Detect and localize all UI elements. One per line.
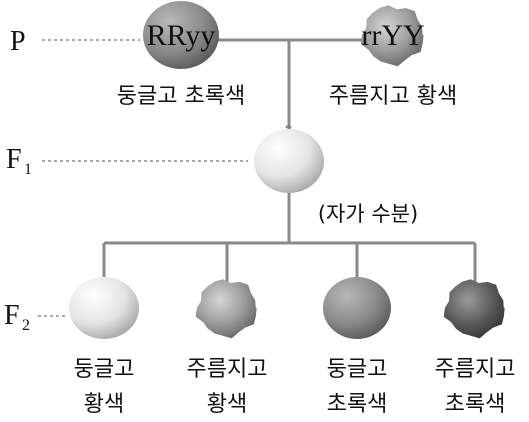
generation-f1-subscript: 1 (24, 161, 32, 178)
generation-f2-label: F (4, 300, 20, 331)
wrinkled-pea-icon (195, 279, 257, 339)
parent-left-genotype: RRyy (147, 19, 216, 52)
offspring-4-line1: 주름지고 (435, 357, 516, 382)
offspring-2-line2: 황색 (207, 392, 247, 417)
offspring-2-line1: 주름지고 (187, 357, 268, 382)
wrinkled-pea-icon (443, 279, 505, 339)
f1-self-pollination-note: (자가 수분) (318, 202, 418, 226)
parent-right-phenotype: 주름지고 황색 (329, 84, 457, 109)
offspring-1-line1: 둥글고 (74, 357, 135, 382)
generation-f1-label: F (6, 144, 22, 175)
smooth-pea-icon (254, 129, 324, 193)
offspring-3-line2: 초록색 (327, 392, 388, 417)
parent-right-genotype: rrYY (361, 19, 424, 52)
smooth-pea-icon (69, 277, 139, 339)
offspring-1-pea (69, 277, 139, 339)
smooth-pea-icon (323, 277, 391, 339)
offspring-1-line2: 황색 (84, 392, 124, 417)
generation-f2-subscript: 2 (22, 317, 30, 334)
offspring-4-line2: 초록색 (445, 392, 506, 417)
generation-f2-label-group: F 2 (4, 300, 66, 334)
wrinkled-pea-icon (360, 5, 424, 67)
pea-stem-mark (285, 125, 292, 129)
generation-f1-label-group: F 1 (6, 144, 248, 178)
parent-right-pea: rrYY (360, 5, 425, 67)
f1-pea (254, 125, 324, 193)
generation-p-label-group: P (10, 26, 140, 57)
offspring-3-pea (323, 277, 391, 339)
parent-left-pea: RRyy (143, 1, 219, 69)
generation-p-label: P (10, 26, 26, 57)
cross-lines (102, 38, 477, 282)
offspring-4-pea (443, 279, 505, 339)
parent-left-phenotype: 둥글고 초록색 (117, 84, 245, 109)
offspring-3-line1: 둥글고 (327, 357, 388, 382)
offspring-2-pea (195, 279, 257, 339)
smooth-pea-icon (143, 1, 219, 69)
